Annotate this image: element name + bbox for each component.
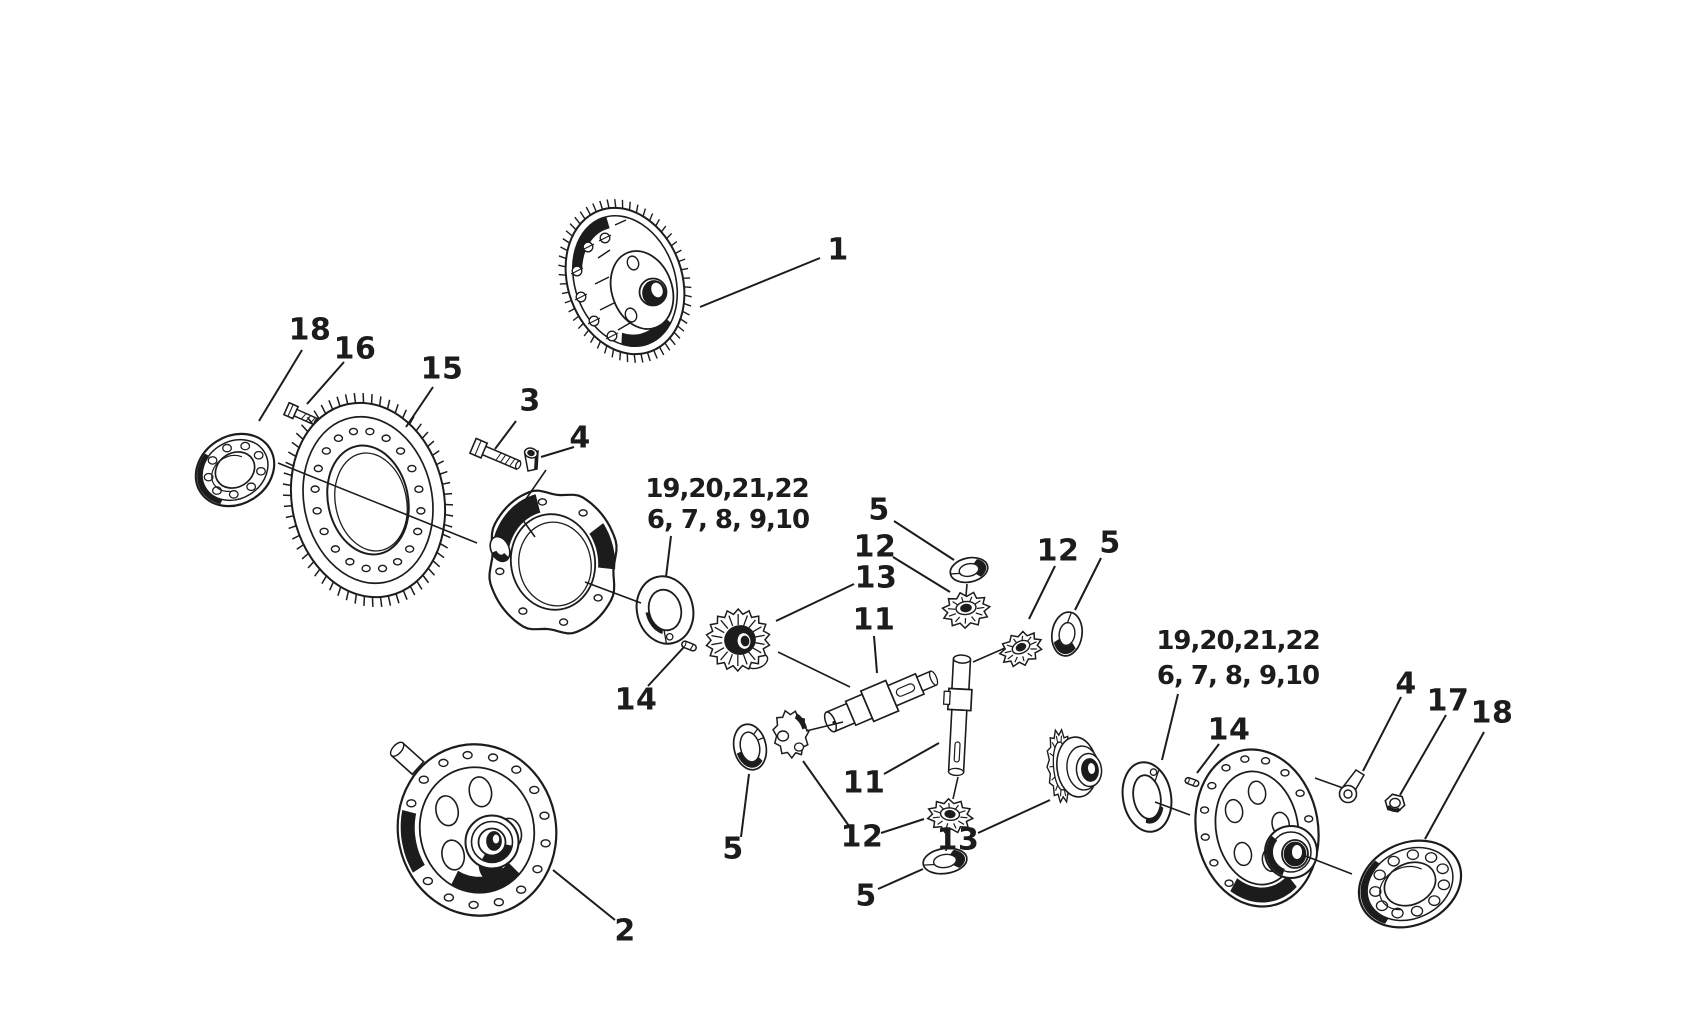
leader-line-23 [1362,696,1402,772]
leader-line-1 [258,349,303,422]
callout-13-right: 13 [937,823,980,858]
leader-line-9 [892,556,951,593]
connector-lines-layer [258,257,1485,921]
callout-4-right: 4 [1395,667,1416,702]
assembly-line-11 [1314,777,1344,789]
part-5-washer-lower [922,847,968,875]
part-13-side-gear-left [705,607,771,673]
callout-5-lower-left: 5 [722,832,743,867]
callout-1: 1 [827,233,848,268]
leader-line-24 [1399,714,1447,796]
leader-line-8 [893,520,955,561]
callout-2: 2 [614,914,635,949]
leader-line-7 [647,646,685,687]
part-case-half-right [1194,748,1320,908]
part-14-pin-left [681,640,697,652]
part-3-bolt [468,437,522,471]
callout-14-right: 14 [1208,713,1251,748]
callout-5-right: 5 [1099,526,1120,561]
leader-line-16 [880,818,925,834]
leader-line-0 [699,257,821,308]
leader-line-18 [877,868,924,890]
part-17-nut [1384,793,1406,813]
callout-13-center: 13 [855,561,898,596]
part-12-lock-plate [772,709,810,760]
part-11-pinion-shaft-vertical [942,654,973,777]
leader-line-21 [1161,693,1179,761]
part-1-differential-assembly [558,199,692,363]
part-shim-washer-right [1121,761,1173,833]
assembly-line-10 [1154,801,1191,816]
callout-11-lower: 11 [843,766,886,801]
assembly-line-2 [516,511,536,538]
leader-line-19 [977,799,1051,834]
part-12-pinion-top [941,591,992,630]
assembly-line-7 [805,721,844,732]
leader-line-12 [1028,565,1056,620]
callout-16: 16 [334,332,377,367]
callout-group-6-10-right: 6, 7, 8, 9,10 [1157,661,1319,691]
assembly-line-5 [777,651,851,688]
leader-line-2 [306,361,345,405]
callout-5-lower-mid: 5 [855,879,876,914]
leader-line-6 [665,535,672,578]
part-2-case-half-left [389,741,558,917]
callout-18-left: 18 [289,313,332,348]
part-12-pinion-right [998,630,1043,668]
part-5-washer-right [1050,611,1084,657]
part-4-lock-washer-left [523,447,539,472]
part-differential-carrier [488,489,618,635]
part-12-pinion-lower [926,797,975,834]
callout-18-right: 18 [1471,696,1514,731]
leader-line-14 [883,742,940,775]
callout-12-top: 12 [854,530,897,565]
leader-line-25 [1424,731,1485,840]
part-shim-washer-left [635,575,695,645]
assembly-line-1 [516,469,547,513]
leader-line-3 [405,386,434,428]
part-13-side-gear-right [1046,727,1103,805]
assembly-line-6 [972,647,1006,663]
leader-line-17 [740,773,750,838]
callout-12-right: 12 [1037,534,1080,569]
callout-15: 15 [421,352,464,387]
callout-12-lower: 12 [841,820,884,855]
leader-line-22 [1196,743,1220,774]
callout-17: 17 [1427,684,1470,719]
part-5-washer-top [949,556,989,584]
boss [389,741,425,776]
assembly-line-9 [945,834,948,852]
callout-group-6-10-left: 6, 7, 8, 9,10 [647,505,809,535]
part-11-pinion-shaft-horizontal [823,670,939,733]
leader-line-15 [802,760,850,827]
callout-4-left: 4 [569,421,590,456]
leader-line-20 [552,869,616,921]
parts-layer [194,199,1463,929]
leader-line-5 [540,446,575,458]
leader-line-4 [494,420,517,450]
leader-line-11 [873,635,878,674]
callout-11-top: 11 [853,603,896,638]
assembly-line-4 [965,583,968,597]
part-18-bearing-left [194,432,276,508]
callout-14-left: 14 [615,683,658,718]
callout-group-19-22-left: 19,20,21,22 [645,474,808,504]
part-18-bearing-right [1357,839,1463,929]
callout-labels-layer: 1 18 16 15 3 4 19,20,21,22 6, 7, 8, 9,10… [289,233,1514,949]
assembly-line-12 [1302,854,1353,875]
callout-group-19-22-right: 19,20,21,22 [1156,626,1319,656]
assembly-line-0 [277,462,478,544]
callout-5-top: 5 [868,493,889,528]
callout-3: 3 [519,384,540,419]
part-14-pin-right [1184,776,1200,788]
leader-line-10 [775,583,855,622]
assembly-line-3 [584,581,642,604]
leader-line-13 [1074,557,1102,611]
assembly-line-8 [952,776,959,800]
part-4-lock-tab-right [1338,769,1366,804]
part-5-circlip-lower-left [732,723,768,771]
